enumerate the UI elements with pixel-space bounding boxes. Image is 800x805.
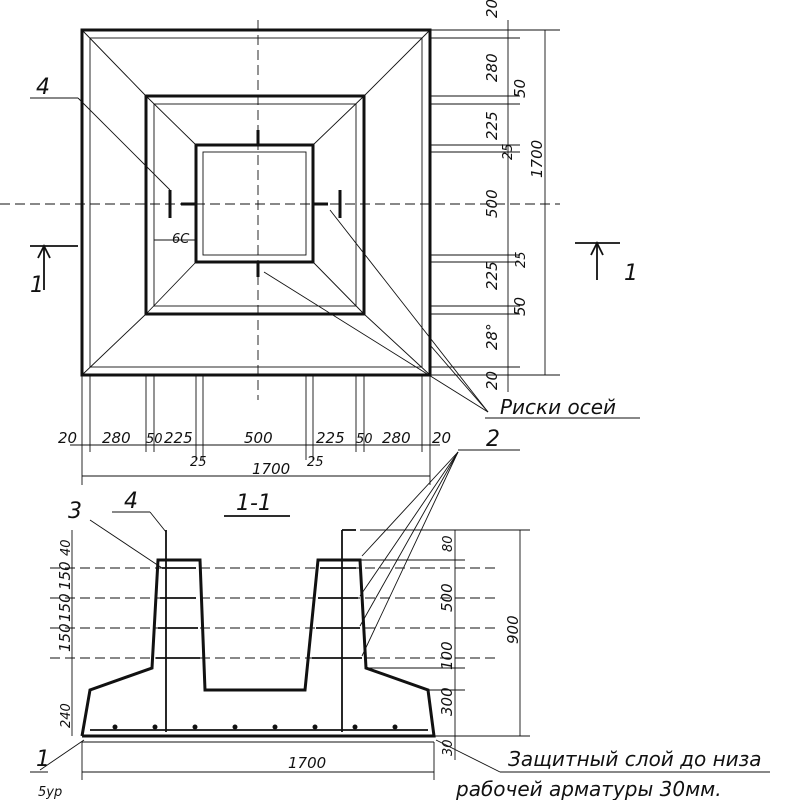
section-right-dimensions: 80 500 100 300 30 900 — [360, 529, 530, 760]
rebar-dot — [152, 724, 158, 730]
bottom-dim-1: 280 — [102, 429, 131, 447]
section-left-dim-1: 150 — [56, 561, 74, 590]
plan-corner-bl — [81, 313, 147, 376]
section-left-dimensions: 40 150 150 150 240 — [56, 530, 74, 736]
item-3-label: 3 — [68, 499, 82, 524]
section-left-dim-0: 40 — [59, 539, 74, 556]
section-right-dim-0: 80 — [441, 535, 456, 552]
section-left-dim-2: 150 — [56, 593, 74, 622]
leader-protective-layer — [435, 739, 501, 773]
plan-bottom-dimensions: 20 280 50 225 500 225 50 280 20 25 25 17… — [58, 375, 451, 485]
item-4-section-label: 4 — [124, 489, 138, 514]
bottom-dim-0: 20 — [58, 429, 77, 447]
leader-item-4-section — [149, 511, 167, 533]
bottom-dim-3: 225 — [164, 429, 193, 447]
section-right-dim-4: 30 — [441, 739, 456, 756]
plan-corner-tr2 — [312, 95, 365, 146]
plan-outer-inner-line — [89, 37, 423, 368]
section-cut-markers: 1 1 — [30, 240, 638, 298]
right-dim-2: 50 — [511, 79, 529, 98]
axis-marks-leader-3 — [429, 344, 489, 413]
right-dim-5: 500 — [483, 189, 501, 218]
section-title: 1-1 — [236, 491, 272, 516]
section-right-dim-3: 300 — [438, 687, 456, 716]
rebar-dot — [272, 724, 278, 730]
cut-right-label: 1 — [624, 261, 638, 286]
bottom-dim-2: 50 — [146, 432, 163, 447]
axis-marks-label: Риски осей — [500, 395, 616, 419]
plan-corner-br — [363, 313, 431, 376]
plan-step-inner-line — [153, 103, 357, 307]
leader-item-2-a — [361, 451, 459, 557]
bottom-dim-6: 50 — [356, 432, 373, 447]
plan-corner-tr — [363, 29, 431, 97]
bottom-dim-7: 280 — [382, 429, 411, 447]
plan-outer-frame — [80, 28, 432, 377]
plan-corner-tl2 — [145, 95, 197, 146]
right-dim-4: 25 — [501, 143, 516, 160]
plan-corner-tl — [81, 29, 147, 97]
rebar-dot — [312, 724, 318, 730]
rebar-dot — [192, 724, 198, 730]
right-dim-6: 25 — [514, 251, 529, 268]
corner-stub-label: 5ур — [38, 785, 62, 800]
cut-right-arrowhead — [590, 240, 604, 256]
section-view: 1-1 — [50, 491, 500, 743]
section-callouts: 3 4 2 1 5ур Защитный слой до низа рабоче… — [30, 427, 770, 801]
section-bottom-dimension: 1700 — [81, 742, 435, 780]
leader-item-4-top — [77, 97, 171, 191]
right-dim-3: 225 — [483, 111, 501, 140]
protective-layer-line2: рабочей арматуры 30мм. — [455, 777, 722, 800]
section-right-dim-1: 500 — [438, 583, 456, 612]
item-4-top-label: 4 — [36, 75, 50, 100]
item-2-label: 2 — [486, 427, 500, 452]
right-dim-9: 28° — [483, 323, 501, 350]
section-left-dim-3: 150 — [56, 623, 74, 652]
protective-layer-line1: Защитный слой до низа — [508, 747, 762, 771]
item-1-label: 1 — [36, 747, 50, 772]
cut-left-label: 1 — [30, 273, 44, 298]
bottom-dim-4: 500 — [244, 429, 273, 447]
bottom-total-dim: 1700 — [252, 460, 290, 478]
right-dim-10: 20 — [483, 371, 501, 390]
leader-item-2-c — [359, 451, 459, 627]
section-outline — [80, 558, 436, 738]
right-dim-8: 50 — [511, 297, 529, 316]
bottom-dim-5: 225 — [316, 429, 345, 447]
right-total-dim: 1700 — [528, 140, 546, 178]
leader-item-1 — [39, 739, 85, 771]
section-right-dim-2: 100 — [438, 641, 456, 670]
plan-step-frame — [144, 94, 366, 316]
plan-corner-bl2 — [145, 261, 197, 315]
leader-item-2-d — [361, 451, 459, 657]
bottom-sub-dim-1: 25 — [307, 455, 324, 470]
plan-socket-inner-line — [202, 151, 307, 256]
plan-corner-br2 — [312, 261, 365, 315]
cut-left-arrowhead — [37, 243, 51, 259]
plan-socket-frame — [194, 143, 315, 264]
bottom-dim-8: 20 — [432, 429, 451, 447]
rebar-dot — [352, 724, 358, 730]
gap-dim-label: 6С — [172, 232, 190, 247]
right-dim-0: 20 — [483, 0, 501, 18]
section-bottom-total: 1700 — [288, 754, 326, 772]
axis-marks-callout: Риски осей — [263, 209, 640, 419]
bottom-sub-dim-0: 25 — [190, 455, 207, 470]
rebar-dot — [232, 724, 238, 730]
axis-marks-leader-1 — [329, 209, 489, 413]
section-left-dim-4: 240 — [59, 703, 74, 728]
plan-view: 6С 4 — [0, 20, 560, 400]
leader-item-3 — [89, 519, 163, 569]
leader-item-2-b — [359, 451, 459, 597]
right-dim-1: 280 — [483, 53, 501, 82]
section-right-total: 900 — [504, 615, 522, 644]
axis-marks-leader-2 — [263, 271, 489, 413]
plan-right-dimensions: 20 280 50 225 25 500 25 225 50 28° 20 17… — [430, 0, 560, 392]
right-dim-7: 225 — [483, 261, 501, 290]
rebar-dot — [392, 724, 398, 730]
rebar-dot — [112, 724, 118, 730]
